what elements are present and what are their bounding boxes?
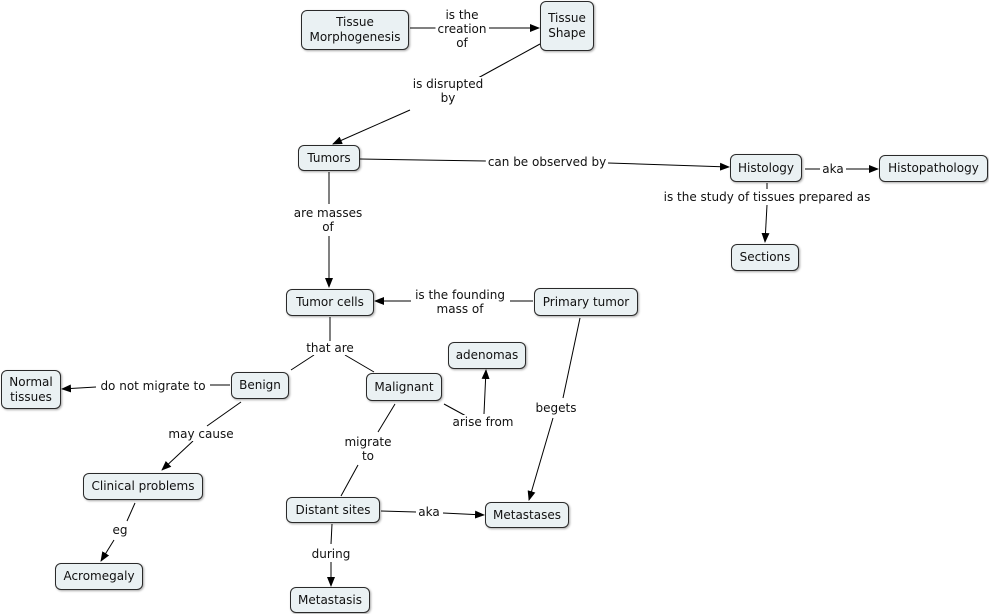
connector-line [330,523,333,545]
link-is-the-creation-of: is the creation of [435,8,489,50]
connector-line [359,158,487,162]
node-tissue-morphogenesis[interactable]: Tissue Morphogenesis [301,10,409,50]
connector-arrow [481,369,490,415]
link-begets: begets [533,401,579,415]
connector-arrow [100,539,115,562]
connector-line [126,502,136,522]
node-histopathology[interactable]: Histopathology [879,155,988,182]
link-that-are: that are [304,341,356,355]
link-eg: eg [110,523,130,537]
connector-line [377,403,396,433]
link-do-not-migrate-to: do not migrate to [98,379,208,393]
node-acromegaly[interactable]: Acromegaly [55,563,143,590]
node-distant-sites[interactable]: Distant sites [286,497,380,523]
node-histology[interactable]: Histology [730,154,802,182]
node-tissue-shape[interactable]: Tissue Shape [540,1,594,51]
connector-line [443,403,467,417]
node-clinical-problems[interactable]: Clinical problems [83,473,203,500]
node-normal-tissues[interactable]: Normal tissues [1,370,61,409]
link-arise-from: arise from [450,415,516,429]
link-is-the-founding-mass-of: is the founding mass of [413,288,507,316]
connector-line [290,354,315,371]
node-primary-tumor[interactable]: Primary tumor [534,288,638,316]
node-tumor-cells[interactable]: Tumor cells [286,289,374,316]
link-aka-metastases: aka [416,505,442,519]
link-during: during [309,547,353,561]
connector-line [340,464,359,497]
link-is-disrupted-by: is disrupted by [410,77,486,105]
connector-arrow [527,417,554,501]
node-sections[interactable]: Sections [731,244,799,271]
node-benign[interactable]: Benign [231,372,289,399]
node-adenomas[interactable]: adenomas [448,342,526,369]
node-malignant[interactable]: Malignant [366,373,442,401]
link-aka-histopathology: aka [820,162,846,176]
node-metastasis[interactable]: Metastasis [290,587,370,613]
link-can-be-observed-by: can be observed by [485,155,609,169]
link-are-masses-of: are masses of [291,206,365,234]
connector-line [380,510,417,513]
connector-line [562,317,581,399]
node-tumors[interactable]: Tumors [298,145,360,171]
link-migrate-to: migrate to [342,435,394,463]
connector-arrow [161,440,194,471]
connector-arrow [332,109,411,145]
node-metastases[interactable]: Metastases [485,502,569,528]
connector-arrow [61,384,97,393]
link-may-cause: may cause [166,427,236,441]
link-is-the-study-of-tissues: is the study of tissues prepared as [661,190,873,204]
connector-arrow [761,204,770,243]
connector-arrow [442,510,485,519]
connector-line [344,354,375,373]
connector-arrow [607,162,730,171]
connector-line [206,401,242,427]
connector-line [477,43,541,79]
